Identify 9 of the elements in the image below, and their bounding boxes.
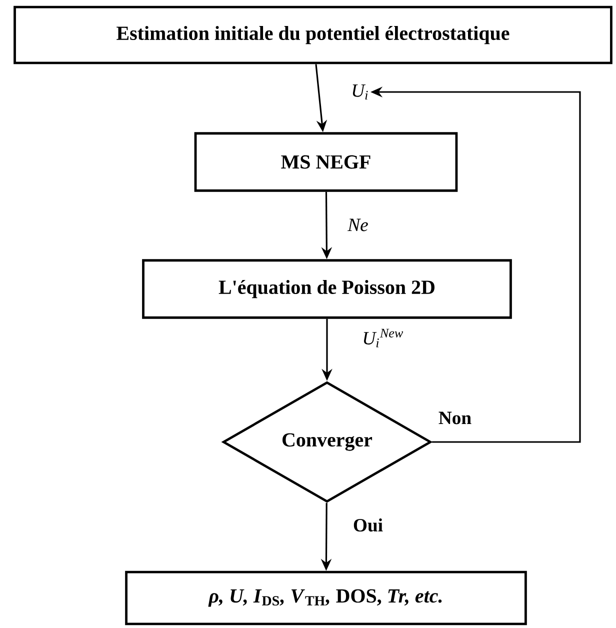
process-box: L'équation de Poisson 2D xyxy=(142,259,512,319)
process-box: MS NEGF xyxy=(194,132,458,192)
edge-label: Oui xyxy=(354,518,383,532)
edge-label: Non xyxy=(438,412,472,424)
loop-label: U$_{i}$ xyxy=(352,84,368,100)
edge-label: Ne xyxy=(348,218,368,232)
edge-label: U$_{i}$New xyxy=(364,328,404,348)
process-box: ρ, U, I$_{DS}$, V$_{TH}$, DOS, Tr, etc. xyxy=(125,570,527,626)
process-box: Estimation initiale du potentiel électrostatique xyxy=(14,6,612,64)
